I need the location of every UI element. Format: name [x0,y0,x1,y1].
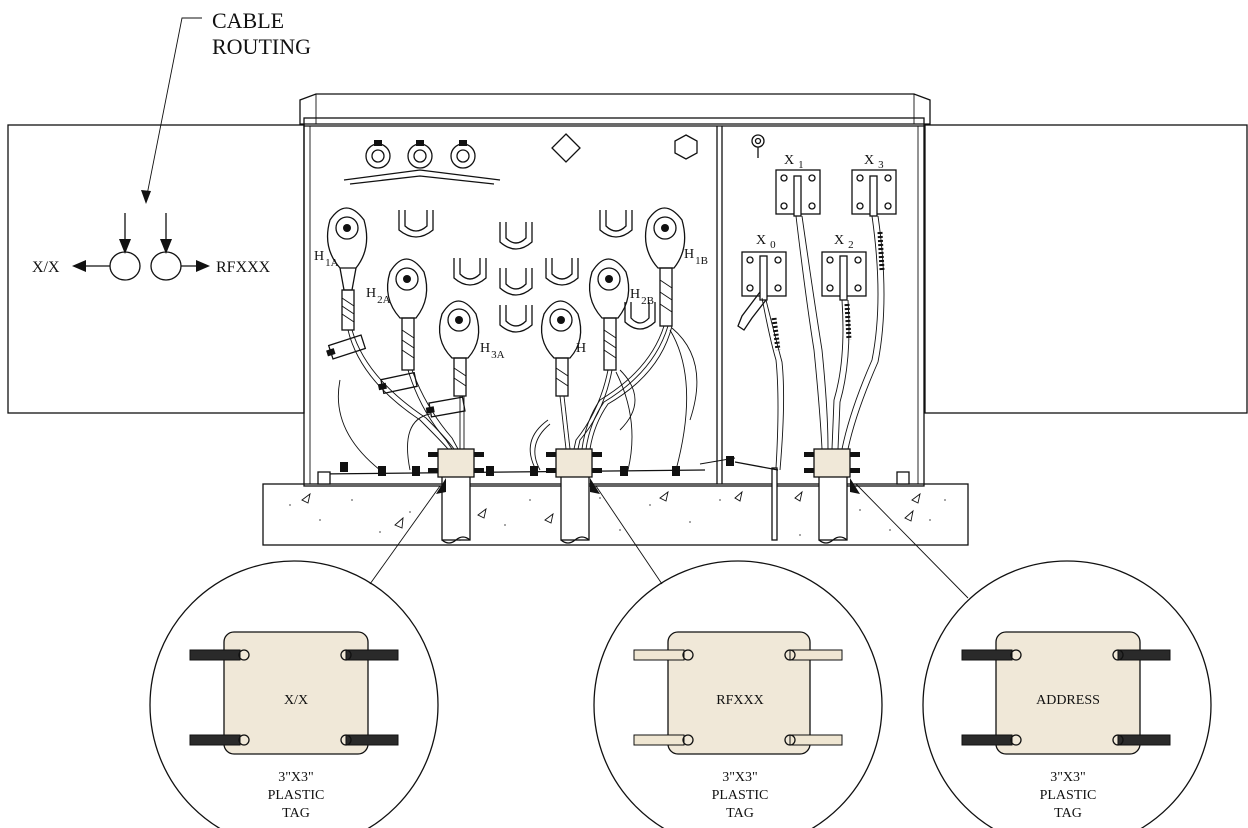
tag-2-caption-2: PLASTIC [712,788,769,803]
cable-direction-symbol: X/X RFXXX [32,213,271,281]
tag-2-label: RFXXX [716,693,763,708]
label-h2a: H2A [366,286,391,306]
tag-detail-2: RFXXX 3"X3" PLASTIC TAG [593,560,883,828]
base-cable-clamps [428,448,860,478]
tag-detail-1: X/X 3"X3" PLASTIC TAG [149,560,439,828]
tag-detail-3: ADDRESS 3"X3" PLASTIC TAG [922,560,1212,828]
elbow-h-center [540,300,582,397]
conduits [441,467,848,544]
elbow-h1b [644,207,686,327]
label-h1a: H1A [314,249,339,269]
tag-1-caption-2: PLASTIC [268,788,325,803]
tag-1-caption-3: TAG [282,806,310,821]
hv-cables [337,325,698,471]
tag-3-caption-2: PLASTIC [1040,788,1097,803]
elbow-h1a [326,207,368,331]
plastic-tag-3 [995,631,1141,755]
elbow-h2b [588,258,630,371]
tag-2-caption-1: 3"X3" [722,770,758,785]
label-h3a: H3A [480,341,505,361]
cable-ties-2 [633,649,843,746]
elbow-h3a [438,300,480,397]
tag-3-caption-3: TAG [1054,806,1082,821]
diamond-symbol [551,133,581,163]
cable-ties-3 [961,649,1171,746]
direction-left-label: X/X [32,259,60,276]
elbow-h2a [386,258,428,371]
hv-labels: H1A H2A H3A H H2B H1B [314,247,708,361]
tag-1-caption-1: 3"X3" [278,770,314,785]
lv-hardware [737,134,897,331]
parking-bushings [343,140,501,185]
tag-1-label: X/X [284,693,308,708]
plastic-tag-2 [667,631,811,755]
parking-brackets [398,210,656,333]
cable-ties-1 [189,649,399,746]
label-h2b: H2B [630,287,654,307]
tag-3-label: ADDRESS [1036,693,1100,708]
cable-routing-label-line2: ROUTING [212,34,311,59]
concrete-pad [262,483,969,546]
plastic-tag-1 [223,631,369,755]
direction-right-label: RFXXX [216,259,271,276]
label-h-center: H [576,341,586,356]
lv-cables [761,215,885,471]
callout-leaders [369,478,969,599]
cable-routing-label-line1: CABLE [212,8,284,33]
right-cabinet-door [924,124,1248,414]
transformer-cabinet [299,93,931,487]
tag-3-caption-1: 3"X3" [1050,770,1086,785]
hexagon-symbol [674,134,698,160]
cable-routing-callout: CABLE ROUTING [141,8,311,204]
lv-cable-shielding [771,231,885,351]
label-h1b: H1B [684,247,708,267]
ground-bus [317,456,910,485]
tag-2-caption-3: TAG [726,806,754,821]
